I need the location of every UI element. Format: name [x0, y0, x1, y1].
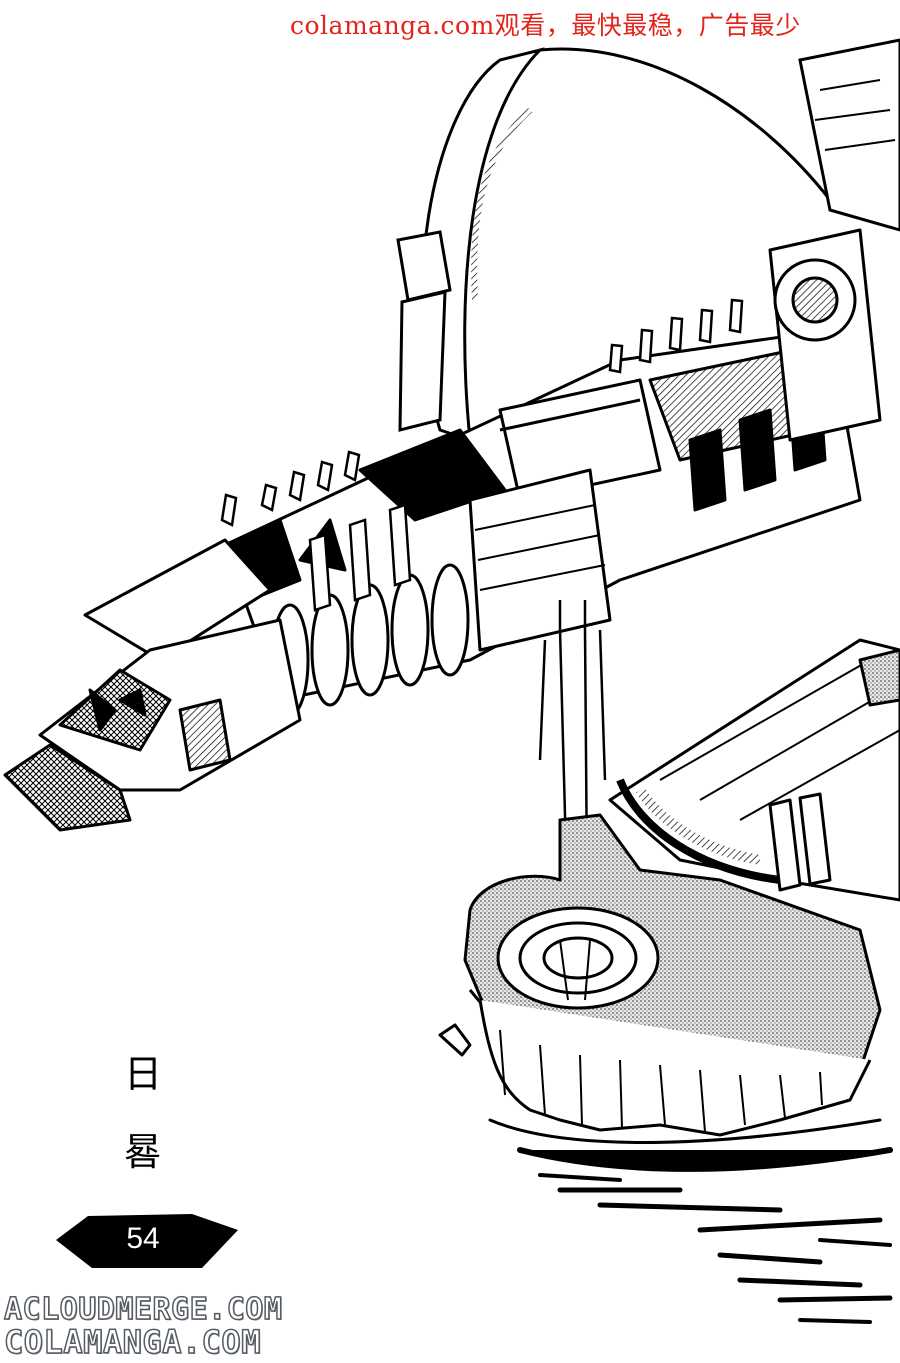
site-banner: colamanga.com观看，最快最稳，广告最少: [290, 11, 801, 40]
title-char-2: 晷: [123, 1130, 162, 1174]
ring-structure: [396, 38, 900, 443]
fins: [220, 298, 744, 612]
floating-island: [438, 813, 882, 1137]
barrel-rings: [270, 563, 470, 717]
vertical-title: 日 晷: [118, 1055, 168, 1211]
page-number: 54: [126, 1222, 160, 1255]
title-char-1: 日: [123, 1052, 162, 1096]
water-reflection: [488, 1118, 893, 1324]
page-number-badge: [56, 1214, 238, 1268]
nose-section: [3, 538, 302, 832]
watermark-acloudmerge: ACLOUDMERGE.COM: [3, 1291, 283, 1328]
watermark-colamanga: COLAMANGA.COM: [3, 1322, 261, 1362]
station-platform: [608, 638, 900, 902]
